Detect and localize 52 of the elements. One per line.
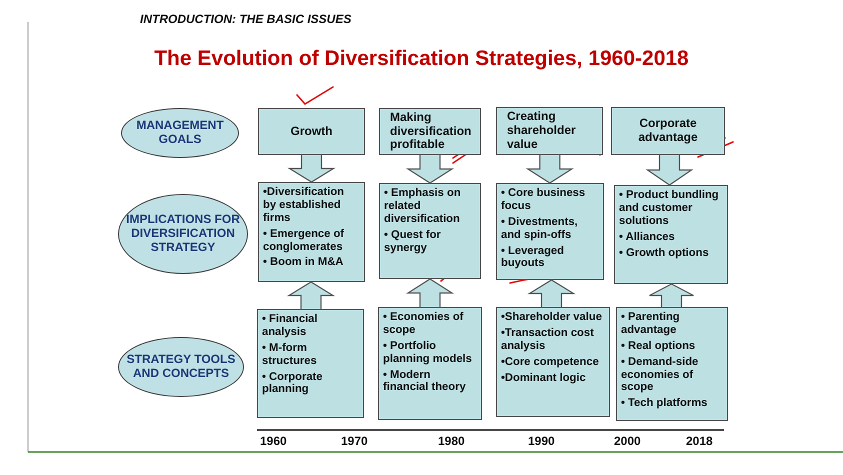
bullet-text: • Divestments, and spin-offs [501,216,579,242]
bullet-text: • Alliances [619,230,676,244]
content-box [257,309,364,418]
row-label: MANAGEMENT GOALS [135,119,225,147]
bullet-text: • Modern financial theory [383,368,467,394]
section-header: INTRODUCTION: THE BASIC ISSUES [140,12,352,26]
bullet-text: •Diversification by established firms [263,186,346,225]
content-box [258,182,365,282]
goal-text: Growth [290,124,334,138]
bullet-text: • Real options [621,340,696,353]
goal-box [496,107,603,155]
bullet-text: • Tech platforms [621,397,708,410]
bullet-text: • Financial analysis [262,313,319,339]
bullet-text: • Leveraged buyouts [501,244,565,270]
year-label: 1980 [438,434,465,448]
bullet-text: • Emphasis on related diversification [384,187,462,226]
goal-text: Creating shareholder value [507,110,577,152]
row-label: STRATEGY TOOLS AND CONCEPTS [126,353,236,381]
bullet-text: • Emergence of conglomerates [263,228,346,254]
bullet-text: • Growth options [619,246,710,260]
bullet-text: • Quest for synergy [384,228,442,254]
goal-text: Corporate advantage [637,117,699,145]
content-box [616,307,728,421]
content-box [496,183,604,280]
bullet-text: • Portfolio planning models [383,340,473,366]
bullet-text: • Demand-side economies of scope [621,356,700,394]
bullet-text: •Dominant logic [501,372,587,384]
goal-box [258,108,365,155]
row-label: IMPLICATIONS FOR DIVERSIFICATION STRATEGY [125,213,241,255]
bullet-text: • Boom in M&A [263,256,344,270]
bullet-text: • Product bundling and customer solutions [619,189,720,228]
year-label: 1990 [528,434,555,448]
content-box [614,185,728,284]
slide-title: The Evolution of Diversification Strategies, 1960-2018 [154,47,689,70]
year-label: 2000 [614,434,641,448]
goal-box [379,108,481,155]
bullet-text: •Core competence [501,356,600,368]
goal-box [611,107,725,155]
year-label: 2018 [686,434,713,448]
bullet-text: • Parenting advantage [621,311,681,337]
goal-text: Making diversification profitable [390,110,470,152]
bullet-text: • Economies of scope [383,311,464,337]
content-box [378,307,482,420]
year-label: 1960 [260,434,287,448]
content-box [496,307,610,417]
bullet-text: • Corporate planning [262,370,324,396]
bullet-text: • M-form structures [262,342,318,368]
year-label: 1970 [341,434,368,448]
bullet-text: • Core business focus [501,187,586,213]
bullet-text: •Transaction cost analysis [501,326,595,353]
content-box [379,183,481,279]
bullet-text: •Shareholder value [501,311,603,324]
